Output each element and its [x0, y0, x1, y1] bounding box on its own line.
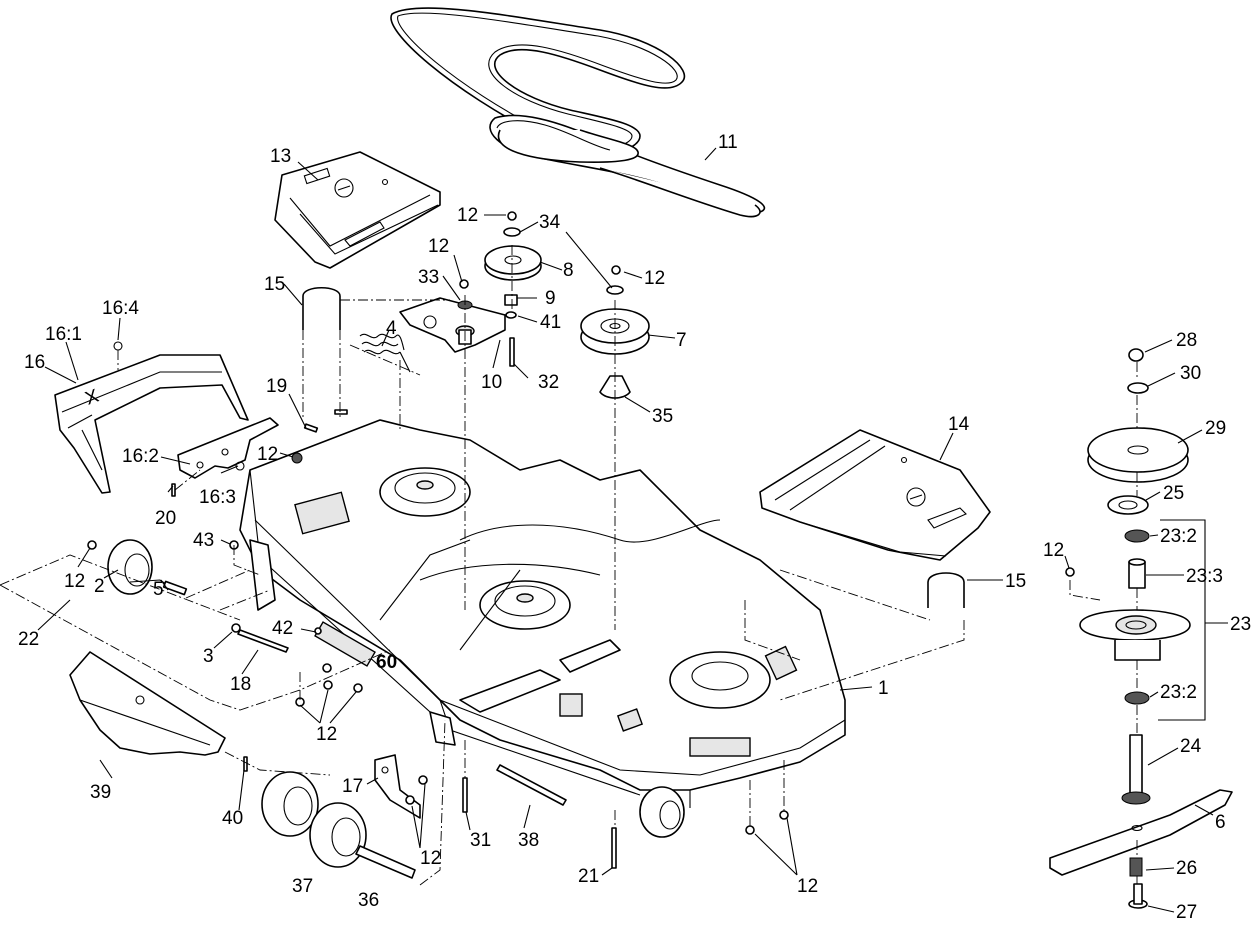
bearing-bottom [1124, 691, 1150, 705]
label-17: 17 [342, 776, 363, 797]
label-24: 24 [1180, 736, 1202, 757]
label-12: 12 [257, 444, 278, 465]
label-43: 43 [193, 530, 214, 551]
label-1: 1 [878, 678, 889, 699]
label-18: 18 [230, 674, 251, 695]
label-42: 42 [272, 618, 293, 639]
label-41: 41 [540, 312, 561, 333]
idler-pulley [484, 245, 542, 306]
label-12: 12 [797, 876, 818, 897]
spindle-pulley-29 [1087, 427, 1189, 483]
rear-wheel-2 [309, 802, 416, 879]
pin-15-right [927, 572, 965, 608]
label-38: 38 [518, 830, 539, 851]
label-7: 7 [676, 330, 687, 351]
label-12: 12 [420, 848, 441, 869]
label-4: 4 [386, 318, 397, 339]
label-36: 36 [358, 890, 379, 911]
label-12: 12 [64, 571, 85, 592]
label-6: 6 [1215, 812, 1226, 833]
hub-26 [1129, 857, 1143, 877]
anti-scalp-wheel-left [107, 539, 188, 596]
label-25: 25 [1163, 483, 1184, 504]
drive-belt [390, 7, 766, 218]
belt-cover-left [274, 151, 441, 269]
leader-lines [37, 147, 1228, 913]
label-33: 33 [418, 267, 439, 288]
label-15: 15 [1005, 571, 1026, 592]
label-34: 34 [539, 212, 561, 233]
label-10: 10 [481, 372, 502, 393]
label-13: 13 [270, 146, 291, 167]
spacer-23-3 [1128, 558, 1146, 589]
spindle-nut-28 [1128, 348, 1144, 362]
label-12: 12 [644, 268, 665, 289]
idler-spring [359, 333, 411, 373]
label-35: 35 [652, 406, 673, 427]
label-20: 20 [155, 508, 176, 529]
pin-15-left [302, 286, 341, 330]
label-8: 8 [563, 260, 574, 281]
spindle-housing [1079, 609, 1191, 661]
label-27: 27 [1176, 902, 1197, 923]
bolt-31 [462, 777, 468, 813]
label-28: 28 [1176, 330, 1197, 351]
label-12: 12 [428, 236, 449, 257]
label-21: 21 [578, 866, 599, 887]
label-22: 22 [18, 629, 39, 650]
label-16-3: 16:3 [199, 487, 236, 508]
label-37: 37 [292, 876, 313, 897]
rod-38 [496, 764, 567, 806]
label-5: 5 [153, 579, 164, 600]
label-30: 30 [1180, 363, 1201, 384]
label-23-2: 23:2 [1160, 526, 1197, 547]
deck-size-badge: 60 [376, 652, 397, 673]
washer-30 [1127, 382, 1149, 394]
bolt-21 [611, 827, 617, 869]
alignment-lines [0, 245, 1138, 886]
label-16-2: 16:2 [122, 446, 159, 467]
blade-6 [1049, 789, 1233, 876]
blade-bolt-27 [1128, 883, 1148, 909]
label-32: 32 [538, 372, 559, 393]
label-12: 12 [1043, 540, 1064, 561]
label-31: 31 [470, 830, 491, 851]
deflector-bracket [177, 417, 279, 479]
label-9: 9 [545, 288, 556, 309]
rod-18 [231, 623, 289, 653]
belt-cover-right [759, 429, 991, 561]
label-15: 15 [264, 274, 285, 295]
label-12: 12 [316, 724, 337, 745]
spindle-shaft-24 [1121, 734, 1151, 805]
deck-baffle [69, 651, 226, 756]
label-26: 26 [1176, 858, 1197, 879]
label-3: 3 [203, 646, 214, 667]
callout-labels: 11 13 12 34 12 8 12 33 9 41 7 15 4 10 32… [18, 132, 1251, 923]
label-14: 14 [948, 414, 970, 435]
bolt-32 [509, 337, 515, 367]
label-16: 16 [24, 352, 45, 373]
label-12: 12 [457, 205, 478, 226]
bracket-17 [374, 754, 421, 819]
spacer-25 [1107, 495, 1149, 515]
discharge-guard: X [54, 341, 249, 494]
mower-deck: 60 [239, 419, 846, 838]
bearing-top [1124, 529, 1150, 543]
rear-wheel-1 [261, 771, 319, 837]
label-2: 2 [94, 576, 105, 597]
label-23: 23 [1230, 614, 1251, 635]
label-23-2: 23:2 [1160, 682, 1197, 703]
label-16-1: 16:1 [45, 324, 82, 345]
label-11: 11 [718, 132, 738, 153]
idler-arm [399, 297, 506, 353]
label-16-4: 16:4 [102, 298, 139, 319]
label-19: 19 [266, 376, 287, 397]
label-39: 39 [90, 782, 111, 803]
label-40: 40 [222, 808, 243, 829]
label-29: 29 [1205, 418, 1226, 439]
label-23-3: 23:3 [1186, 566, 1223, 587]
